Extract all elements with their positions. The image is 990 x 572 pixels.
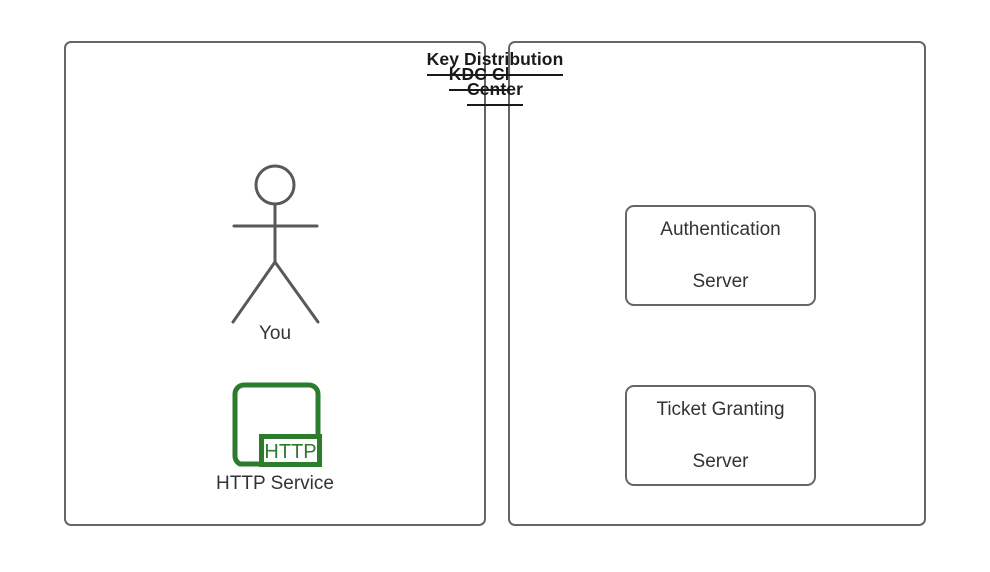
ticket-granting-server-box: Ticket Granting Server [625, 385, 816, 486]
http-badge-plate [259, 434, 322, 467]
http-badge-text: HTTP [264, 441, 316, 463]
ticket-granting-server-label-line-2: Server [692, 450, 749, 472]
panel-kdc-title-line-1: Key Distribution [426, 46, 564, 76]
stick-figure-leg-left [231, 260, 277, 324]
http-service-body-outline [232, 382, 321, 467]
http-service-icon: HTTP [230, 380, 325, 470]
stick-figure-leg-right [273, 260, 320, 324]
authentication-server-box: Authentication Server [625, 205, 816, 306]
stick-figure-icon [215, 155, 335, 335]
stick-figure-head [254, 164, 296, 206]
panel-key-distribution-center-title: Key Distribution Center [0, 46, 990, 106]
panel-kdc-title-line-2: Center [466, 76, 524, 106]
actor-you-label: You [258, 323, 292, 344]
ticket-granting-server-label-line-1: Ticket Granting [656, 398, 785, 420]
authentication-server-label-line-1: Authentication [660, 218, 781, 240]
authentication-server-label: Authentication Server [640, 217, 800, 295]
http-service-label: HTTP Service [216, 473, 334, 494]
ticket-granting-server-label: Ticket Granting Server [636, 397, 804, 475]
http-badge-border [259, 434, 322, 467]
authentication-server-label-line-2: Server [692, 270, 749, 292]
